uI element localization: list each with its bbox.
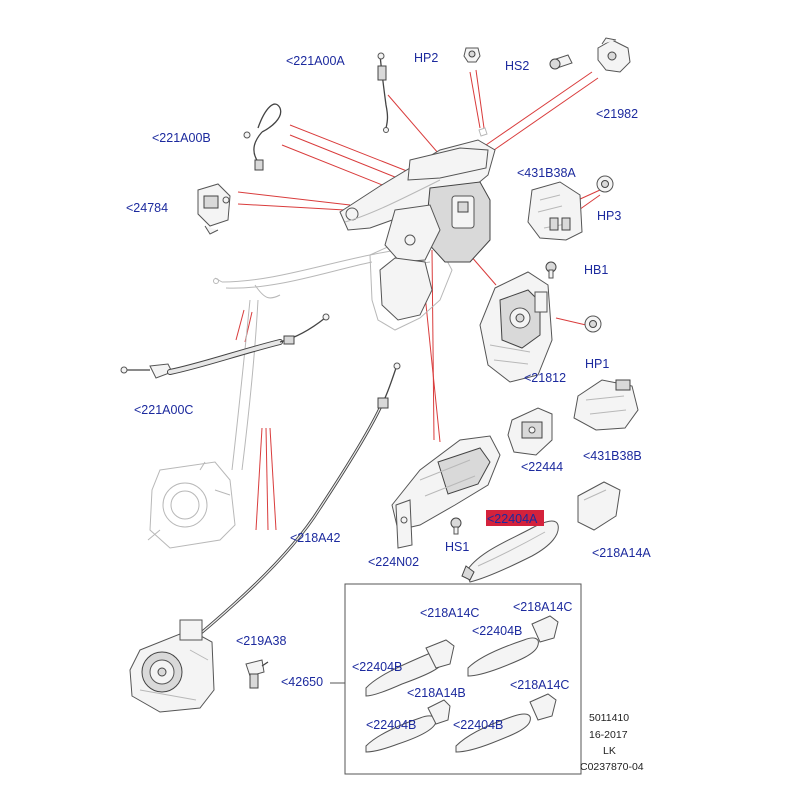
latch-42650 xyxy=(129,619,215,713)
label-431B38A: <431B38A xyxy=(517,166,576,180)
cap-218A14A xyxy=(577,481,621,531)
clip-HP1 xyxy=(584,315,602,333)
label-HP3: HP3 xyxy=(597,209,621,223)
cover-431B38A xyxy=(527,181,583,241)
label-218A14A: <218A14A xyxy=(592,546,651,560)
label-22404B-2: <22404B xyxy=(352,660,402,674)
handle-carrier-assembly xyxy=(339,139,496,321)
kit-handle-2 xyxy=(467,615,559,677)
handle-kit-box xyxy=(330,583,582,775)
label-HS1: HS1 xyxy=(445,540,469,554)
handle-carrier-224N02 xyxy=(391,435,501,549)
label-HS2: HS2 xyxy=(505,59,529,73)
screw-HS2 xyxy=(549,54,573,70)
screw-HS1 xyxy=(450,517,462,535)
cable-221A00C xyxy=(120,313,330,379)
clip-HP3 xyxy=(596,175,614,193)
reference-code-block: 5011410 16-2017 LK C0237870-04 xyxy=(580,712,644,773)
actuator-24784 xyxy=(197,183,231,235)
label-22404A-highlight xyxy=(486,510,544,526)
reference-code-2: 16-2017 xyxy=(589,729,628,741)
label-218A14C-2: <218A14C xyxy=(513,600,572,614)
sensor-219A38 xyxy=(245,659,269,689)
label-HB1: HB1 xyxy=(584,263,608,277)
label-219A38: <219A38 xyxy=(236,634,286,648)
label-221A00C: <221A00C xyxy=(134,403,193,417)
handle-22404A xyxy=(461,520,559,583)
cable-221A00B xyxy=(243,103,282,171)
clip-HP2 xyxy=(463,47,488,137)
label-221A00B: <221A00B xyxy=(152,131,211,145)
label-22404A: <22404A xyxy=(487,512,538,526)
label-42650: <42650 xyxy=(281,675,323,689)
ghost-latch-mechanism xyxy=(147,461,236,549)
label-218A42: <218A42 xyxy=(290,531,340,545)
kit-handle-1 xyxy=(365,639,455,697)
ghost-cable-lower xyxy=(231,284,281,471)
label-22404B-4: <22404B xyxy=(453,718,503,732)
label-22404B-3: <22404B xyxy=(366,718,416,732)
bracket-21982 xyxy=(597,37,631,73)
label-22444: <22444 xyxy=(521,460,563,474)
bolt-HB1 xyxy=(545,261,557,279)
label-24784: <24784 xyxy=(126,201,168,215)
label-224N02: <224N02 xyxy=(368,555,419,569)
kit-handle-4 xyxy=(455,693,557,753)
cable-218A42 xyxy=(189,362,401,644)
part-labels: <221A00A HP2 HS2 <21982 <221A00B <431B38… xyxy=(126,51,651,732)
label-HP1: HP1 xyxy=(585,357,609,371)
label-218A14C-3: <218A14C xyxy=(510,678,569,692)
kit-handle-3 xyxy=(365,699,451,753)
label-218A14B: <218A14B xyxy=(407,686,466,700)
label-21982: <21982 xyxy=(596,107,638,121)
cover-431B38B xyxy=(573,379,639,431)
cable-221A00A xyxy=(377,52,389,133)
label-221A00A: <221A00A xyxy=(286,54,345,68)
reference-code-1: 5011410 xyxy=(589,712,629,724)
reference-code-3: LK xyxy=(603,745,616,757)
label-218A14C-1: <218A14C xyxy=(420,606,479,620)
bracket-22444 xyxy=(507,407,553,456)
label-22404B-1: <22404B xyxy=(472,624,522,638)
lock-housing-21812 xyxy=(479,271,553,383)
label-HP2: HP2 xyxy=(414,51,438,65)
label-431B38B: <431B38B xyxy=(583,449,642,463)
label-21812: <21812 xyxy=(524,371,566,385)
reference-code-4: C0237870-04 xyxy=(580,761,644,773)
